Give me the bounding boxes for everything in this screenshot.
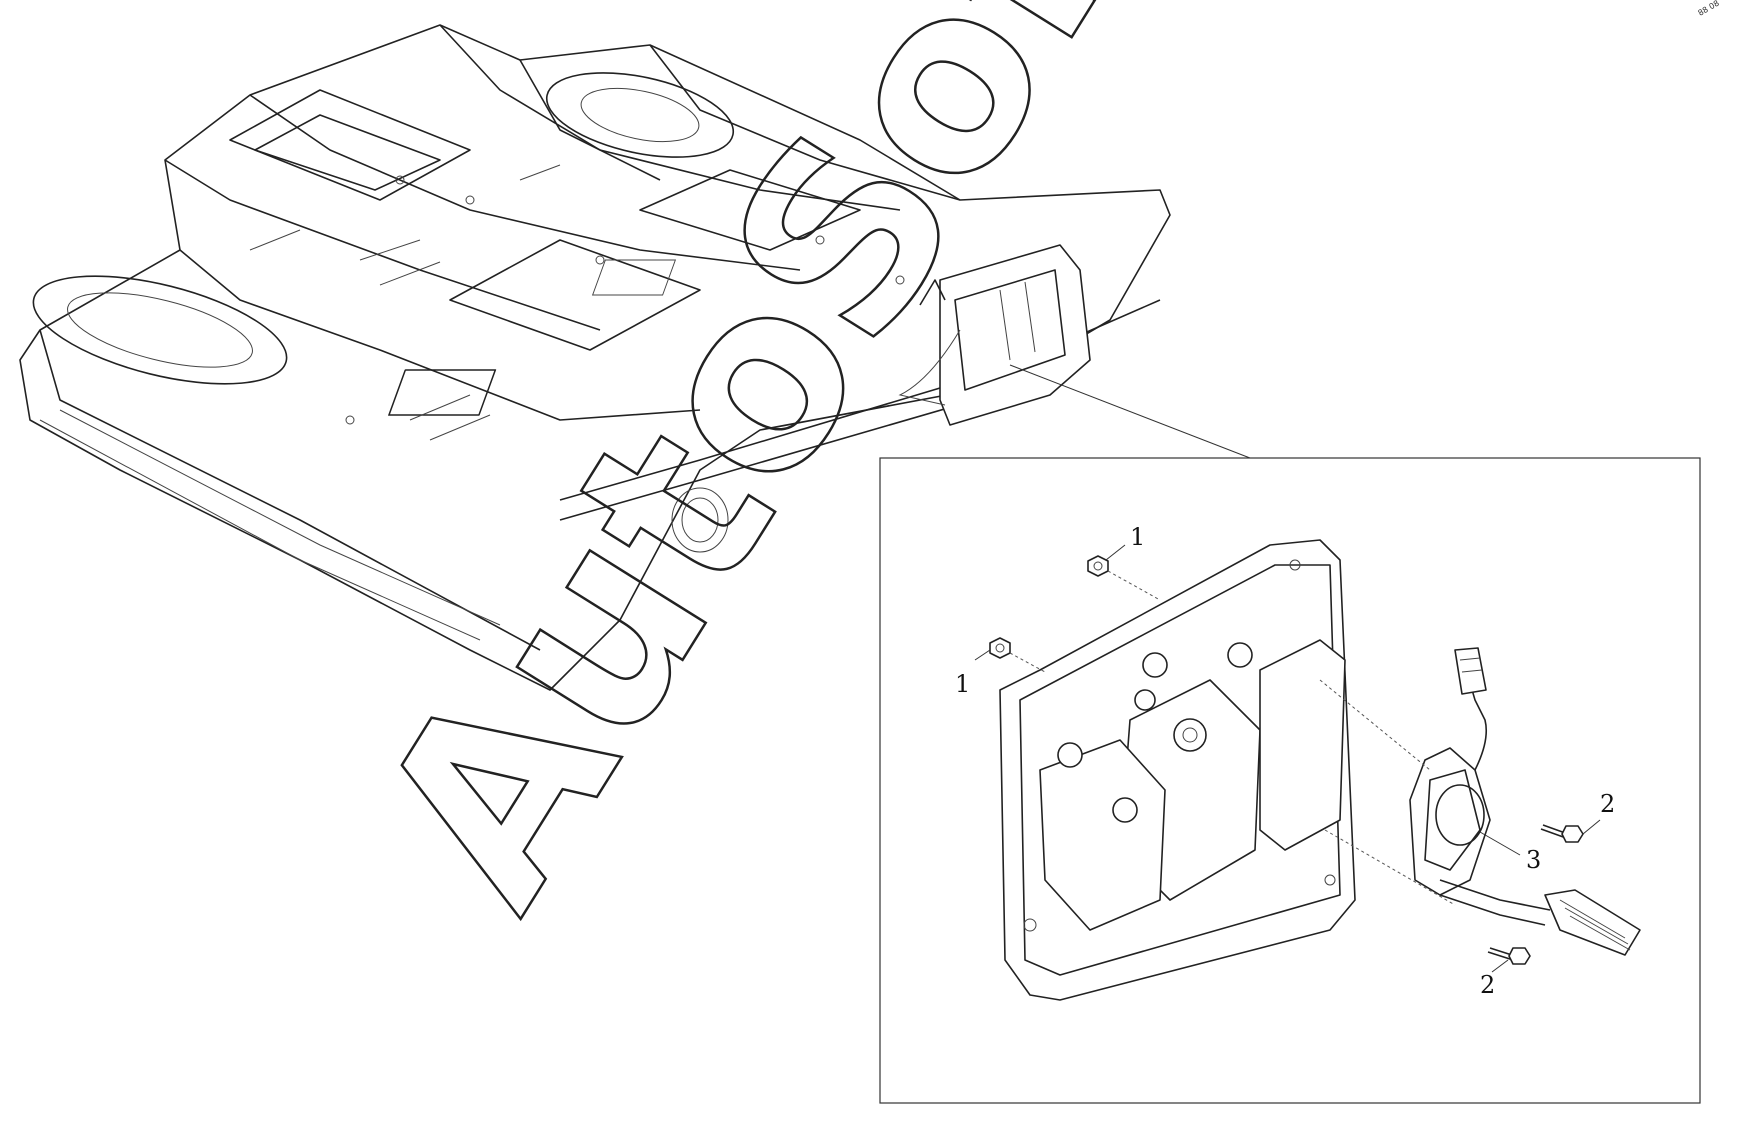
accelerator-pedal-assembly bbox=[1409, 647, 1641, 956]
pedal-axis-lower bbox=[1324, 829, 1456, 906]
callout-leader-pedal bbox=[1479, 831, 1521, 856]
callout-1-lower: 1 bbox=[955, 670, 970, 698]
callout-leader-nut-lower bbox=[974, 649, 991, 661]
callout-leader-bolt-lower bbox=[1491, 959, 1509, 973]
nut-lower-axis bbox=[1009, 652, 1046, 673]
callout-leader-bolt-upper bbox=[1582, 819, 1601, 835]
callout-leader-nut-upper bbox=[1105, 544, 1126, 561]
callout-2-upper: 2 bbox=[1600, 790, 1615, 818]
corner-mark: 88 08 bbox=[1697, 0, 1721, 18]
callout-1-upper: 1 bbox=[1130, 523, 1145, 551]
callout-2-lower: 2 bbox=[1480, 971, 1495, 999]
pedal-bracket-plate bbox=[999, 539, 1356, 1001]
bolt-lower bbox=[1487, 947, 1531, 965]
detail-frame bbox=[879, 457, 1701, 1104]
nut-upper bbox=[1087, 555, 1109, 577]
detail-leader-line bbox=[1009, 364, 1251, 459]
nut-lower bbox=[989, 637, 1011, 659]
vehicle-floor-assembly bbox=[19, 24, 1171, 691]
pedal-mount-location bbox=[898, 244, 1091, 426]
bolt-upper bbox=[1540, 824, 1584, 843]
nut-upper-axis bbox=[1107, 570, 1161, 601]
callout-3: 3 bbox=[1526, 846, 1541, 874]
